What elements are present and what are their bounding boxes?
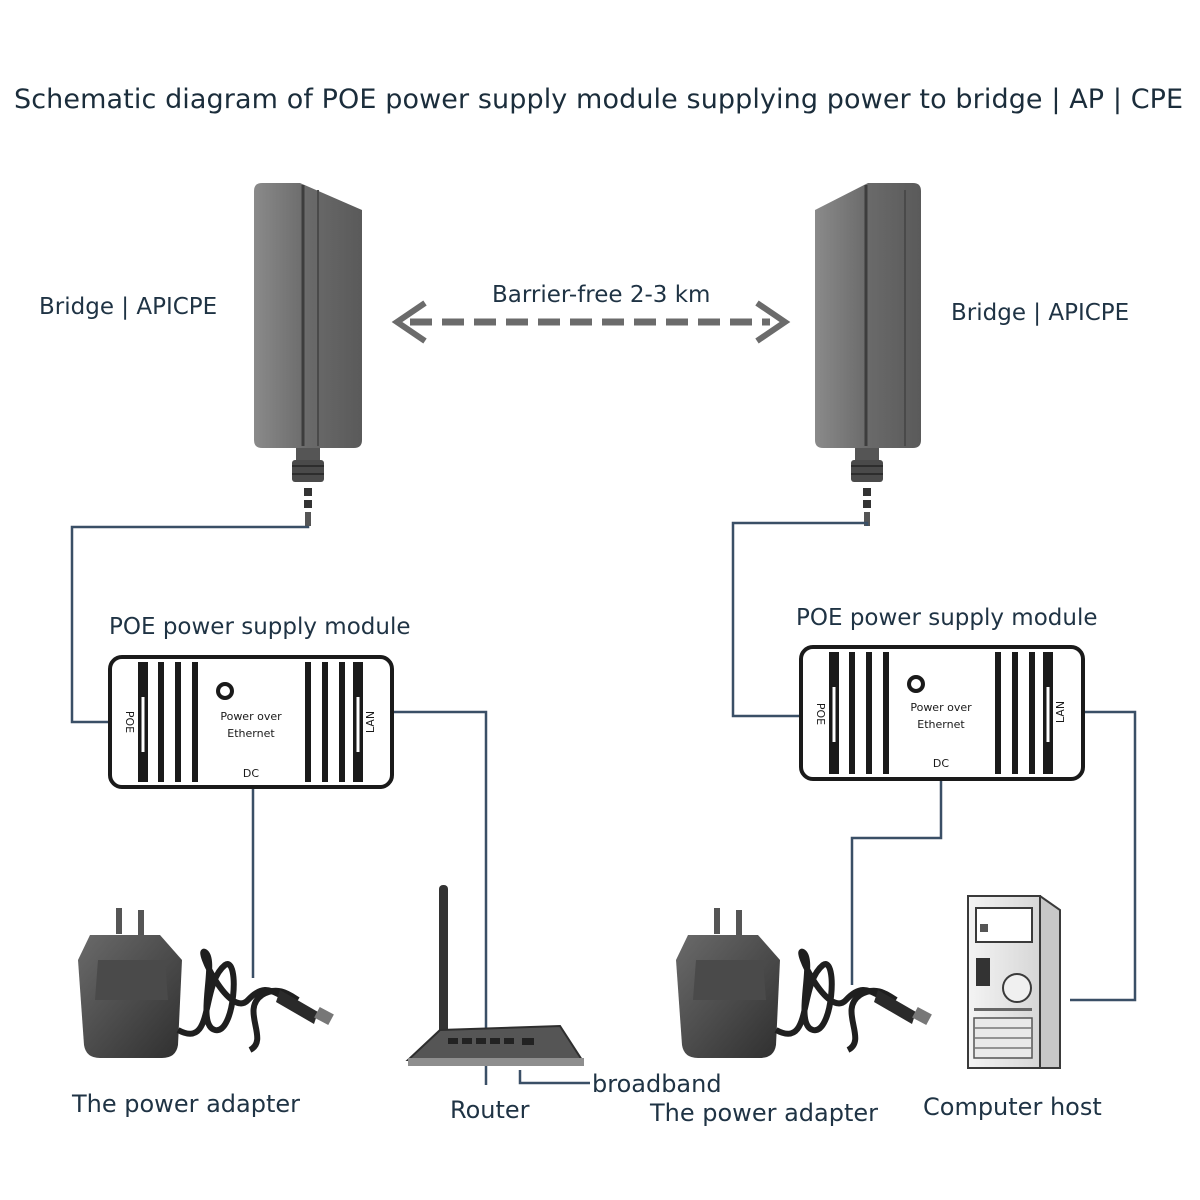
right-poe-module: POE LAN Power over Ethernet DC [799,645,1085,781]
left-module-dc-port-label: DC [243,767,259,780]
left-poe-module: POE LAN Power over Ethernet DC [108,655,394,789]
right-module-label: POE power supply module [796,605,1098,631]
left-module-lan-port-label: LAN [364,711,377,733]
right-bridge-label: Bridge | APICPE [951,300,1130,326]
left-power-adapter [78,908,334,1058]
broadband-label: broadband [592,1070,722,1098]
left-bridge-device [254,183,362,526]
router-label: Router [450,1096,530,1124]
right-module-dc-port-label: DC [933,757,949,770]
router-device [405,885,584,1066]
left-module-center-text-2: Ethernet [227,727,275,740]
left-lan-router-cable [384,710,488,1085]
right-power-adapter [676,908,932,1058]
computer-host-device [967,895,1061,1069]
left-bridge-poe-cable [70,525,310,724]
right-lan-computer-cable [1070,710,1137,1002]
right-module-center-text-2: Ethernet [917,718,965,731]
diagram-title: Schematic diagram of POE power supply mo… [14,84,1184,115]
right-cables [731,521,1137,1002]
left-module-poe-port-label: POE [123,711,136,733]
left-module-center-text-1: Power over [220,710,282,723]
left-adapter-label: The power adapter [72,1090,300,1118]
left-module-label: POE power supply module [109,614,411,640]
right-module-center-text-1: Power over [910,701,972,714]
right-bridge-device [815,183,921,526]
right-module-lan-port-label: LAN [1054,701,1067,723]
right-adapter-label: The power adapter [650,1099,878,1127]
left-bridge-label: Bridge | APICPE [39,294,218,320]
broadband-cable [518,1070,590,1085]
right-dc-adapter-cable [850,781,943,985]
right-bridge-poe-cable [731,521,869,718]
wireless-link-arrow [391,300,791,344]
left-cables [70,525,590,1085]
right-module-poe-port-label: POE [814,703,827,725]
link-distance-label: Barrier-free 2-3 km [492,282,711,308]
computer-host-label: Computer host [923,1093,1102,1121]
